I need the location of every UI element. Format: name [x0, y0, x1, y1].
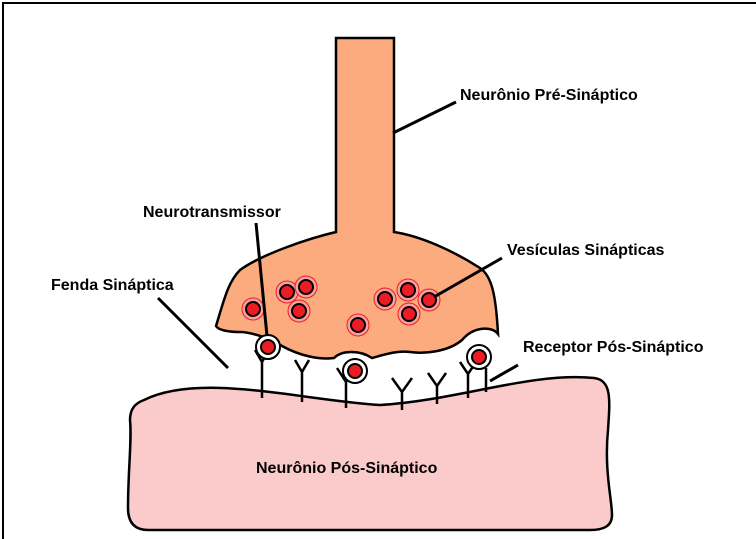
vesicle	[242, 298, 264, 320]
vesicle	[397, 279, 419, 301]
vesicle	[276, 281, 298, 303]
vesicle	[374, 288, 396, 310]
neurotransmitter-2	[343, 359, 367, 383]
label-post-synaptic-receptor: Receptor Pós-Sináptico	[523, 339, 704, 356]
label-post-synaptic-neuron: Neurônio Pós-Sináptico	[256, 460, 438, 477]
neurotransmitter-1	[256, 335, 280, 359]
label-synaptic-vesicles: Vesículas Sinápticas	[507, 242, 665, 259]
vesicle	[295, 276, 317, 298]
label-pre-synaptic-neuron: Neurônio Pré-Sináptico	[460, 87, 638, 104]
vesicle	[398, 303, 420, 325]
vesicle	[288, 300, 310, 322]
vesicle	[418, 289, 440, 311]
vesicle	[347, 314, 369, 336]
label-neurotransmitter: Neurotransmissor	[143, 204, 281, 221]
neurotransmitter-3	[467, 345, 491, 369]
label-synaptic-cleft: Fenda Sináptica	[51, 277, 174, 294]
